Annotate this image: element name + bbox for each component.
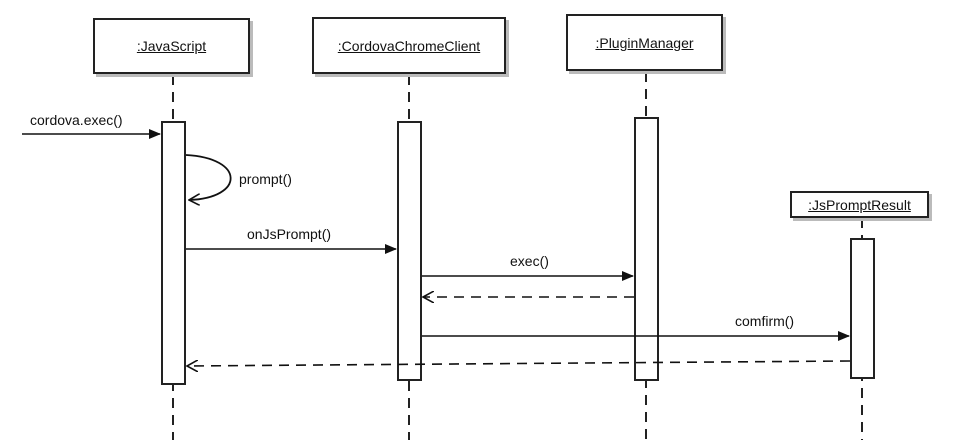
activation-jspromptresult xyxy=(850,238,875,379)
activation-cordovachromeclient xyxy=(397,121,422,381)
participant-label-javascript: :JavaScript xyxy=(136,38,207,54)
participant-pluginmanager: :PluginManager xyxy=(566,14,723,71)
activation-javascript xyxy=(161,121,186,385)
message-label-onjsprompt: onJsPrompt() xyxy=(247,226,332,242)
participant-javascript: :JavaScript xyxy=(93,18,250,74)
participant-cordovachromeclient: :CordovaChromeClient xyxy=(312,17,506,74)
message-label-exec: exec() xyxy=(510,253,549,269)
message-label-comfirm: comfirm() xyxy=(735,313,795,329)
message-return-comfirm xyxy=(187,361,851,366)
message-label-cordova-exec: cordova.exec() xyxy=(30,112,123,128)
participant-label-jspromptresult: :JsPromptResult xyxy=(808,196,911,213)
participant-jspromptresult: :JsPromptResult xyxy=(790,191,929,218)
activation-pluginmanager xyxy=(634,117,659,381)
participant-label-pluginmanager: :PluginManager xyxy=(595,34,694,51)
participant-label-cordovachromeclient: :CordovaChromeClient xyxy=(337,37,481,54)
message-arrow-prompt xyxy=(185,154,232,200)
message-label-prompt: prompt() xyxy=(239,171,292,187)
